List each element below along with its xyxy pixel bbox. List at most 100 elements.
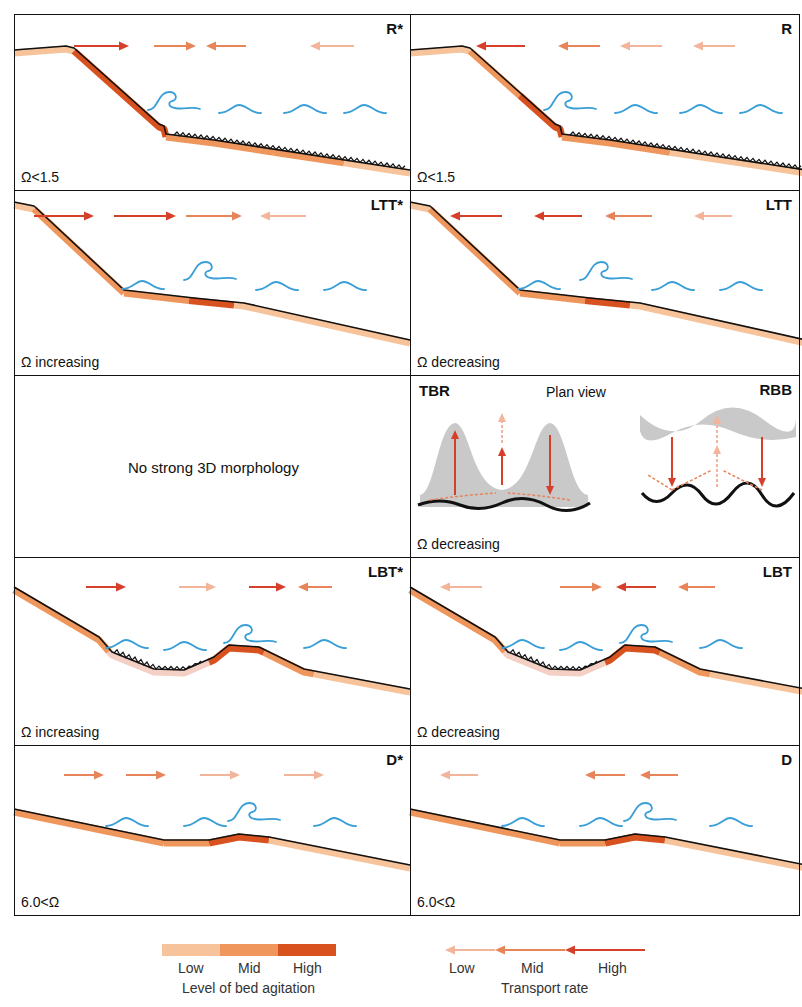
bed-agitation-band [314, 674, 410, 692]
arrow-head [495, 946, 505, 955]
transport-arrow [64, 774, 96, 776]
arrow-head [498, 413, 506, 422]
rip-arrow [716, 423, 718, 443]
arrow-head [640, 771, 650, 780]
view-label: Plan view [546, 384, 606, 400]
transport-arrow [458, 215, 502, 217]
feeder-current [430, 493, 496, 500]
bed-agitation-band [630, 305, 802, 343]
transport-arrow [74, 45, 121, 47]
arrow-head [440, 771, 450, 780]
state-panel: LBTΩ decreasing [410, 557, 800, 746]
transport-arrow [593, 774, 625, 776]
bed-agitation-band [665, 840, 802, 868]
note-text: No strong 3D morphology [128, 459, 299, 476]
arrow-head [758, 478, 766, 487]
transport-arrow [214, 45, 246, 47]
transport-arrow [573, 949, 645, 951]
legend-title: Transport rate [501, 980, 588, 996]
wave [740, 105, 782, 113]
arrow-head [166, 212, 176, 221]
state-label: D [781, 751, 792, 768]
arrow-head [713, 445, 721, 454]
arrow-head [585, 771, 595, 780]
transport-arrow [249, 586, 278, 588]
rip-arrow [761, 437, 763, 479]
arrow-head [276, 583, 286, 592]
wave [710, 818, 752, 826]
arrow-head [558, 42, 568, 51]
arrow-head [605, 212, 615, 221]
ripples [570, 132, 801, 169]
wave [256, 282, 298, 290]
arrow-head [678, 583, 688, 592]
wave [219, 105, 261, 113]
legend-title: Level of bed agitation [182, 980, 315, 996]
breaking-wave [184, 262, 236, 280]
arrow-head [206, 583, 216, 592]
state-panel: LTTΩ decreasing [410, 190, 800, 376]
arrow-head [713, 415, 721, 424]
bed-agitation-band [269, 840, 410, 868]
arrow-head [298, 583, 308, 592]
omega-label: Ω<1.5 [417, 169, 455, 185]
transport-arrow [453, 949, 495, 951]
arrow-head [232, 212, 242, 221]
transport-arrow [284, 774, 316, 776]
wave [344, 105, 386, 113]
legend-text: Low [449, 960, 475, 976]
bed-agitation-band [710, 674, 802, 692]
legend-text: Mid [238, 960, 261, 976]
rip-arrow [501, 421, 503, 443]
transport-arrow [702, 215, 732, 217]
arrow-head [476, 42, 486, 51]
breaking-wave [224, 625, 276, 643]
transport-arrow [200, 774, 232, 776]
bed-agitation-band [14, 590, 109, 652]
legend-text: High [598, 960, 627, 976]
arrow-head [314, 771, 324, 780]
bed-agitation-band [430, 209, 520, 293]
omega-label: Ω<1.5 [21, 169, 59, 185]
state-panel: LTT*Ω increasing [14, 190, 411, 376]
arrow-head [84, 212, 94, 221]
transport-arrow [448, 774, 478, 776]
state-panel: R Ω<1.5 [410, 14, 800, 191]
wave [502, 640, 544, 648]
wave [680, 105, 722, 113]
arrow-head [668, 478, 676, 487]
arrow-head [616, 583, 626, 592]
rip-arrow [716, 453, 718, 487]
breaking-wave [624, 803, 676, 821]
omega-label: Ω decreasing [417, 354, 500, 370]
bed-agitation-band [660, 652, 710, 673]
wave [700, 640, 742, 648]
arrow-head [119, 42, 129, 51]
transport-arrow [484, 45, 525, 47]
wave [580, 818, 622, 826]
wave [184, 818, 226, 826]
wave [502, 818, 544, 826]
rip-arrow [501, 455, 503, 485]
arrow-head [116, 583, 126, 592]
transport-arrow [86, 586, 118, 588]
transport-arrow [701, 45, 735, 47]
transport-arrow [318, 45, 354, 47]
arrow-head [445, 946, 455, 955]
state-panel: No strong 3D morphology [14, 375, 411, 558]
bed-agitation-band [34, 209, 124, 293]
transport-arrow [114, 215, 168, 217]
state-label: R [781, 20, 792, 37]
wave [615, 105, 657, 113]
arrow-head [310, 42, 320, 51]
state-panel: LBT*Ω increasing [14, 557, 411, 746]
omega-label: Ω decreasing [417, 724, 500, 740]
state-panel: D*6.0<Ω [14, 745, 411, 916]
transport-arrow [306, 586, 332, 588]
wave [106, 640, 148, 648]
transport-arrow [126, 774, 158, 776]
transport-arrow [503, 949, 565, 951]
arrow-head [230, 771, 240, 780]
